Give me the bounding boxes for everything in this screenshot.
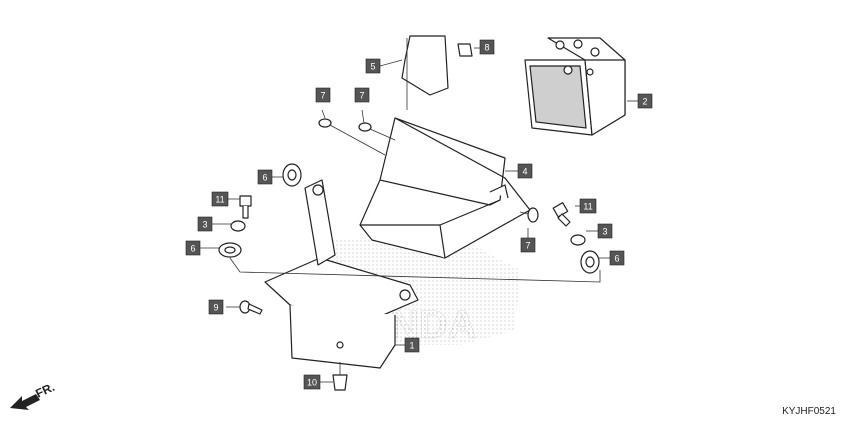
callout-7-c-label: 7 [525, 241, 530, 251]
screw-7-c [519, 207, 539, 223]
callout-6-right-label: 6 [614, 254, 619, 264]
callout-5-label: 5 [370, 62, 375, 72]
bracket-cover [401, 35, 449, 110]
clip-nut [457, 43, 473, 57]
abs-box [359, 117, 531, 259]
callout-10: 10 [303, 374, 321, 390]
callout-7-c: 7 [520, 237, 536, 253]
callout-4-label: 4 [522, 167, 527, 177]
callout-3-right-label: 3 [602, 227, 607, 237]
callout-5: 5 [365, 58, 381, 74]
front-label: FR. [33, 380, 56, 401]
screw-7-a [318, 118, 386, 156]
leader-lines [200, 47, 638, 383]
callout-11-right: 11 [579, 198, 597, 214]
front-arrow-icon [10, 394, 40, 410]
callout-1: 1 [404, 337, 420, 353]
collar-right [570, 234, 586, 246]
abs-modulator [524, 37, 626, 136]
screw-7-b [358, 122, 396, 141]
callout-6-left-label: 6 [190, 244, 195, 254]
callout-2-label: 2 [642, 97, 647, 107]
callout-10-label: 10 [307, 378, 317, 388]
collar-left [230, 220, 246, 232]
callout-7-a: 7 [315, 87, 331, 103]
callout-8-label: 8 [484, 43, 489, 53]
callout-7-b-label: 7 [359, 91, 364, 101]
callout-7-b: 7 [354, 87, 370, 103]
callout-3-right: 3 [597, 223, 613, 239]
main-bracket [264, 179, 419, 369]
callout-9: 9 [208, 299, 224, 315]
callout-6-upper-label: 6 [262, 173, 267, 183]
grommet-left [218, 242, 242, 258]
callout-2: 2 [637, 93, 653, 109]
callout-3-left-label: 3 [202, 220, 207, 230]
bolt-11-left [239, 195, 252, 219]
callout-9-label: 9 [213, 303, 218, 313]
callout-11-right-label: 11 [583, 202, 592, 212]
callout-4: 4 [517, 163, 533, 179]
front-direction-indicator: FR. [10, 380, 57, 410]
callout-11-left: 11 [211, 191, 229, 207]
callout-7-a-label: 7 [320, 91, 325, 101]
bolt-10 [332, 362, 348, 391]
callout-3-left: 3 [197, 216, 213, 232]
bolt-9 [239, 300, 263, 315]
diagram-code: KYJHF0521 [782, 406, 836, 417]
callout-11-left-label: 11 [215, 195, 224, 205]
grommet-upper [282, 163, 302, 187]
callout-6-right: 6 [609, 250, 625, 266]
callout-1-label: 1 [409, 341, 414, 351]
grommet-right [580, 250, 600, 274]
callout-6-left: 6 [185, 240, 201, 256]
callout-6-upper: 6 [257, 169, 273, 185]
bolt-11-right [552, 202, 571, 227]
callout-8: 8 [479, 39, 495, 55]
